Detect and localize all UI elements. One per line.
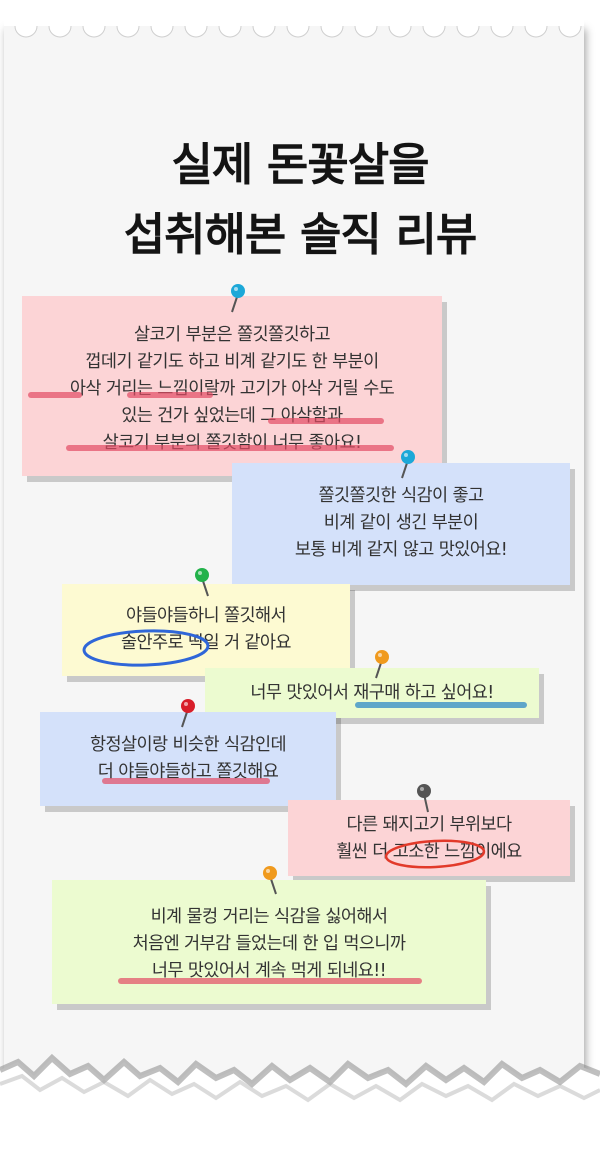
pushpin-icon xyxy=(417,784,431,813)
pushpin-icon xyxy=(375,650,389,679)
review-text: 살코기 부분의 쫄깃함이 너무 좋아요! xyxy=(102,433,362,453)
page-title-line-2: 섭취해본 솔직 리뷰 xyxy=(123,208,478,261)
review-text: 너무 맛있어서 계속 먹게 되네요!! xyxy=(151,961,387,981)
review-text: 너무 맛있어서 재구매 하고 싶어요! xyxy=(250,683,494,703)
review-text: 살코기 부분은 쫄깃쫄깃하고 xyxy=(134,325,331,345)
highlight-mark xyxy=(102,778,270,784)
review-text: 비계 물컹 거리는 식감을 싫어해서 xyxy=(150,907,388,927)
review-text: 아삭 거리는 느낌이랄까 고기가 아삭 거릴 수도 xyxy=(69,379,395,399)
review-note-5: 항정살이랑 비슷한 식감인데 더 야들야들하고 쫄깃해요 xyxy=(40,712,336,806)
review-text: 보통 비계 같지 않고 맛있어요! xyxy=(294,540,508,560)
review-text: 항정살이랑 비슷한 식감인데 xyxy=(90,735,287,755)
review-note-4: 너무 맛있어서 재구매 하고 싶어요! xyxy=(205,668,539,718)
review-note-6: 다른 돼지고기 부위보다 훨씬 더 고소한 느낌이에요 xyxy=(288,800,570,876)
highlight-mark xyxy=(355,702,527,708)
highlight-mark xyxy=(28,392,82,398)
torn-paper-edge xyxy=(0,1053,600,1151)
review-text: 비계 같이 생긴 부분이 xyxy=(323,513,479,533)
pushpin-icon xyxy=(181,699,195,728)
review-note-3: 야들야들하니 쫄깃해서 술안주로 딱일 거 같아요 xyxy=(62,584,350,676)
pushpin-icon xyxy=(263,866,277,895)
review-text: 처음엔 거부감 들었는데 한 입 먹으니까 xyxy=(132,934,406,954)
pushpin-icon xyxy=(231,284,245,313)
highlight-mark xyxy=(268,418,384,424)
circle-highlight xyxy=(384,839,486,869)
review-note-1: 살코기 부분은 쫄깃쫄깃하고 껍데기 같기도 하고 비계 같기도 한 부분이 아… xyxy=(22,296,442,476)
pushpin-icon xyxy=(401,450,415,479)
review-text: 더 야들야들하고 쫄깃해요 xyxy=(97,762,279,782)
highlight-mark xyxy=(127,392,213,398)
page-title-line-1: 실제 돈꽃살을 xyxy=(171,138,429,191)
review-text: 있는 건가 싶었는데 그 아삭함과 xyxy=(121,406,343,426)
scalloped-top-edge xyxy=(4,14,584,44)
review-text: 다른 돼지고기 부위보다 xyxy=(346,815,513,835)
review-note-7: 비계 물컹 거리는 식감을 싫어해서 처음엔 거부감 들었는데 한 입 먹으니까… xyxy=(52,880,486,1004)
review-text: 훨씬 더 고소한 느낌이에요 xyxy=(336,842,522,862)
review-text: 껍데기 같기도 하고 비계 같기도 한 부분이 xyxy=(85,352,379,372)
pushpin-icon xyxy=(195,568,209,597)
review-note-2: 쫄깃쫄깃한 식감이 좋고 비계 같이 생긴 부분이 보통 비계 같지 않고 맛있… xyxy=(232,463,570,585)
highlight-mark xyxy=(66,445,394,451)
review-text: 야들야들하니 쫄깃해서 xyxy=(126,606,287,626)
highlight-mark xyxy=(118,978,422,984)
review-text: 쫄깃쫄깃한 식감이 좋고 xyxy=(318,486,485,506)
circle-highlight xyxy=(82,629,210,667)
